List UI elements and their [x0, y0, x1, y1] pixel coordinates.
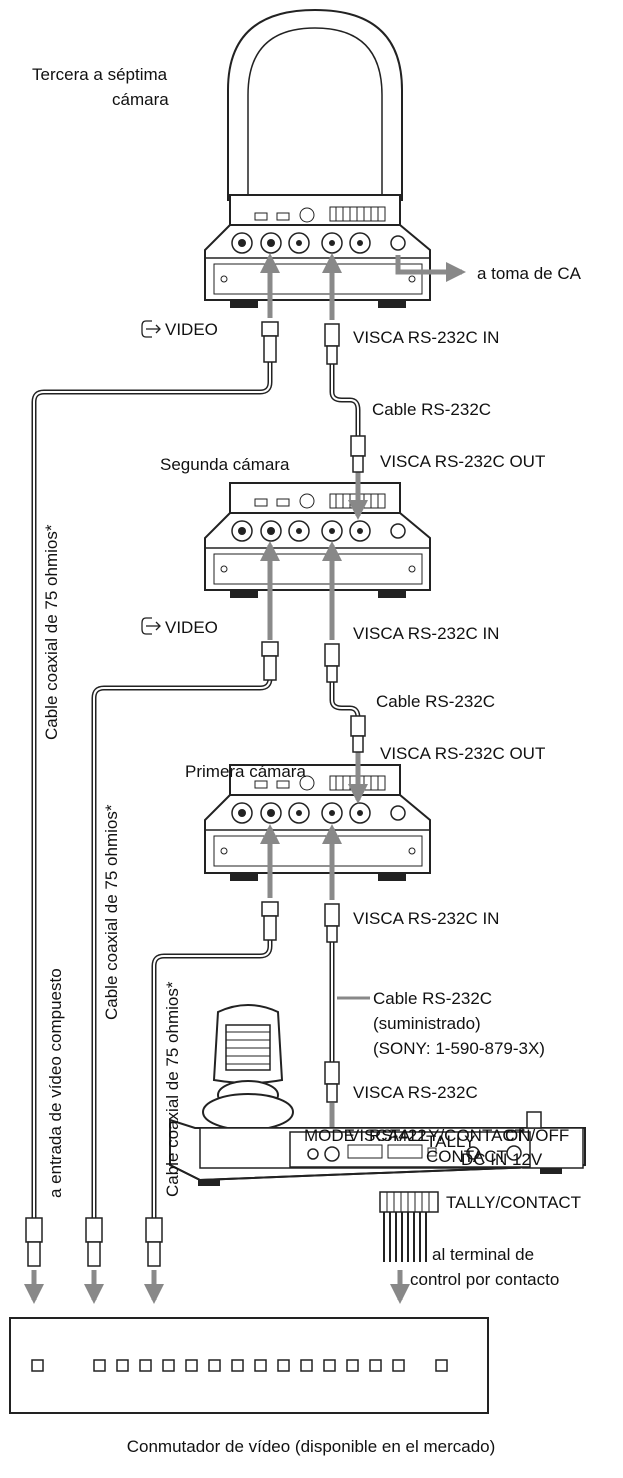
video-label-middle: VIDEO	[165, 618, 218, 637]
tally-contact-label: TALLY/CONTACT	[446, 1193, 581, 1212]
cable-rs232-supplied-line2: (suministrado)	[373, 1014, 481, 1033]
visca-in-label-top: VISCA RS-232C IN	[353, 328, 499, 347]
video-switcher	[9, 1317, 489, 1414]
composite-input-label: a entrada de vídeo compuesto	[46, 968, 65, 1198]
remote-controller: MODE VISCA RS-422 TALLY/CONTACT TALLY CO…	[169, 1004, 586, 1186]
cable-rs232-supplied-line3: (SONY: 1-590-879-3X)	[373, 1039, 545, 1058]
panel-label-contact: CONTACT	[426, 1147, 507, 1166]
video-output-icon-middle	[141, 617, 161, 635]
panel-label-tally: TALLY	[426, 1132, 475, 1151]
cable-rs232-label-1: Cable RS-232C	[372, 400, 491, 419]
cable-rs232-supplied-line1: Cable RS-232C	[373, 989, 492, 1008]
video-output-icon-top	[141, 320, 161, 338]
second-camera	[204, 482, 431, 598]
visca-controller-label: VISCA RS-232C	[353, 1083, 478, 1102]
cable-rs232-label-2: Cable RS-232C	[376, 692, 495, 711]
coax-label-3: Cable coaxial de 75 ohmios*	[163, 981, 182, 1197]
contact-terminal-line2: control por contacto	[410, 1270, 559, 1289]
coax-label-2: Cable coaxial de 75 ohmios*	[102, 804, 121, 1020]
panel-label-dc-in: DC IN 12V	[461, 1150, 543, 1169]
panel-label-on-off: ON/OFF	[505, 1126, 569, 1145]
first-camera	[204, 764, 431, 881]
third-camera-label-1: Tercera a séptima	[32, 65, 168, 84]
bnc-connectors	[25, 321, 279, 1267]
panel-label-visca: VISCA	[348, 1126, 400, 1145]
minidin-connectors	[324, 323, 366, 1103]
third-camera	[204, 8, 431, 308]
visca-in-label-first: VISCA RS-232C IN	[353, 909, 499, 928]
video-label-top: VIDEO	[165, 320, 218, 339]
visca-in-label-second: VISCA RS-232C IN	[353, 624, 499, 643]
panel-label-rs422: RS-422	[369, 1126, 427, 1145]
contact-terminal-line1: al terminal de	[432, 1245, 534, 1264]
visca-out-label-second: VISCA RS-232C OUT	[380, 452, 545, 471]
tally-contact-connector	[379, 1191, 439, 1262]
second-camera-label: Segunda cámara	[160, 455, 290, 474]
ac-outlet-label: a toma de CA	[477, 264, 582, 283]
first-camera-label: Primera cámara	[185, 762, 306, 781]
panel-label-mode: MODE	[304, 1126, 355, 1145]
panel-label-tally-contact: TALLY/CONTACT	[390, 1126, 525, 1145]
third-camera-label-2: cámara	[112, 90, 169, 109]
coax-label-1: Cable coaxial de 75 ohmios*	[42, 524, 61, 740]
switcher-label: Conmutador de vídeo (disponible en el me…	[127, 1437, 496, 1456]
visca-out-label-first: VISCA RS-232C OUT	[380, 744, 545, 763]
